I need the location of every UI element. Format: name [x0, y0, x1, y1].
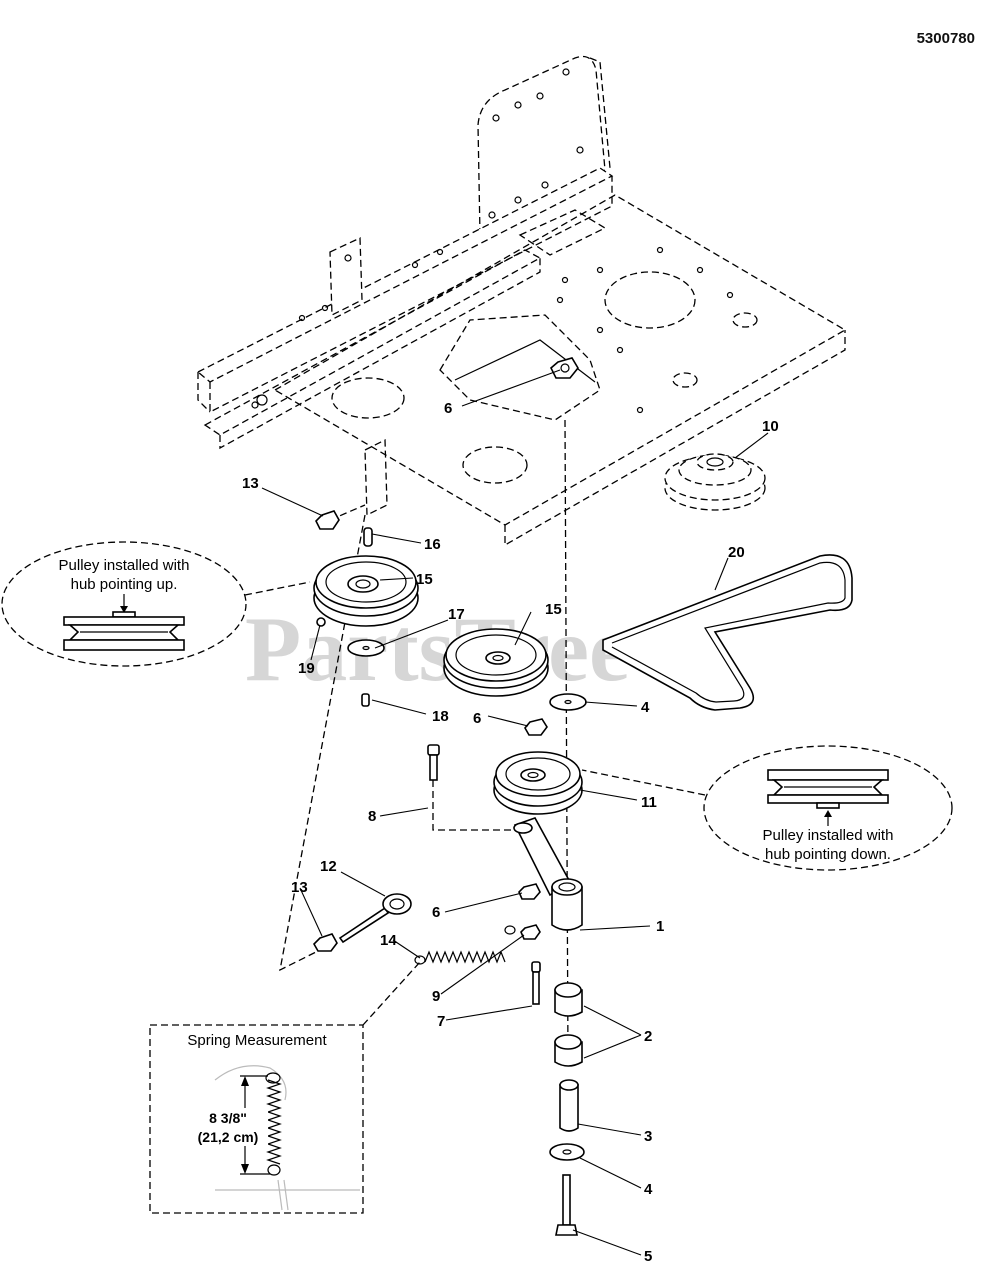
callout-19: 19: [298, 660, 315, 677]
drive-belt-20: [602, 554, 853, 711]
callout-15-center: 15: [545, 601, 562, 618]
detail-hub-up: Pulley installed with hub pointing up.: [1, 541, 311, 667]
hub-down-note-line-1: Pulley installed with: [763, 827, 894, 844]
bolt-8: [427, 744, 440, 781]
callout-12: 12: [320, 858, 337, 875]
callout-5: 5: [644, 1248, 652, 1265]
nut-9: [520, 924, 541, 940]
hub-up-note-line-2: hub pointing up.: [71, 576, 178, 593]
idler-pulley-11: [493, 751, 583, 815]
leader-lines: [261, 369, 769, 1256]
callout-13-top: 13: [242, 475, 259, 492]
callout-6-frame: 6: [444, 400, 452, 417]
washer-4-lower: [549, 1143, 585, 1161]
shoulder-bolt-7: [531, 961, 541, 1005]
pulley-15-hub-up: [313, 555, 419, 627]
callout-15-left: 15: [416, 571, 433, 588]
engine-pulley: [664, 453, 766, 511]
spring-length-metric: (21,2 cm): [198, 1129, 259, 1145]
mower-frame: [196, 55, 847, 547]
nut-13-bottom: [313, 933, 338, 952]
callout-17: 17: [448, 606, 465, 623]
callout-3: 3: [644, 1128, 652, 1145]
washer-4-upper: [549, 693, 587, 711]
callout-8: 8: [368, 808, 376, 825]
pivot-tube-1: [551, 878, 583, 931]
pulley-side-view-hub-down: [767, 769, 889, 809]
spring-length-imperial: 8 3/8": [209, 1110, 247, 1126]
callout-1: 1: [656, 918, 664, 935]
callout-9: 9: [432, 988, 440, 1005]
callout-4-upper: 4: [641, 699, 650, 716]
callout-4-lower: 4: [644, 1181, 653, 1198]
hub-down-note-line-2: hub pointing down.: [765, 846, 891, 863]
callout-20: 20: [728, 544, 745, 561]
callout-labels: 6 10 13 16 15 15 20 17 19 18 4 6 11 8 12…: [242, 400, 779, 1265]
screw-18: [361, 693, 370, 707]
set-screw-19: [316, 617, 326, 627]
nut-6-lower: [518, 883, 541, 900]
bushing-2-lower: [554, 1034, 583, 1067]
spring-measurement-title: Spring Measurement: [187, 1032, 327, 1049]
callout-6-middle: 6: [473, 710, 481, 727]
callout-16: 16: [424, 536, 441, 553]
callout-2: 2: [644, 1028, 652, 1045]
spacer-3: [559, 1079, 579, 1132]
callout-14: 14: [380, 932, 397, 949]
bushing-2-upper: [554, 982, 583, 1017]
callout-11: 11: [641, 794, 657, 811]
document-number: 5300780: [916, 30, 975, 47]
watermark-text: PartsTree: [245, 598, 630, 700]
washer-17: [347, 639, 385, 657]
callout-18: 18: [432, 708, 449, 725]
hub-up-note-line-1: Pulley installed with: [59, 557, 190, 574]
pulley-side-view-hub-up: [63, 611, 185, 651]
detail-hub-down: Pulley installed with hub pointing down.: [581, 745, 953, 871]
key-16: [363, 527, 373, 547]
pulley-15-center: [443, 628, 549, 697]
spring-14: [414, 925, 516, 965]
spring-measurement-inset: Spring Measurement 8 3/8" (21,2 cm): [149, 961, 421, 1214]
bolt-5: [555, 1174, 578, 1236]
nut-13-top: [315, 510, 340, 530]
eyebolt-12: [338, 893, 412, 944]
nut-6-middle: [524, 718, 548, 736]
callout-10: 10: [762, 418, 779, 435]
callout-6-lower: 6: [432, 904, 440, 921]
callout-13-bottom: 13: [291, 879, 308, 896]
callout-7: 7: [437, 1013, 445, 1030]
